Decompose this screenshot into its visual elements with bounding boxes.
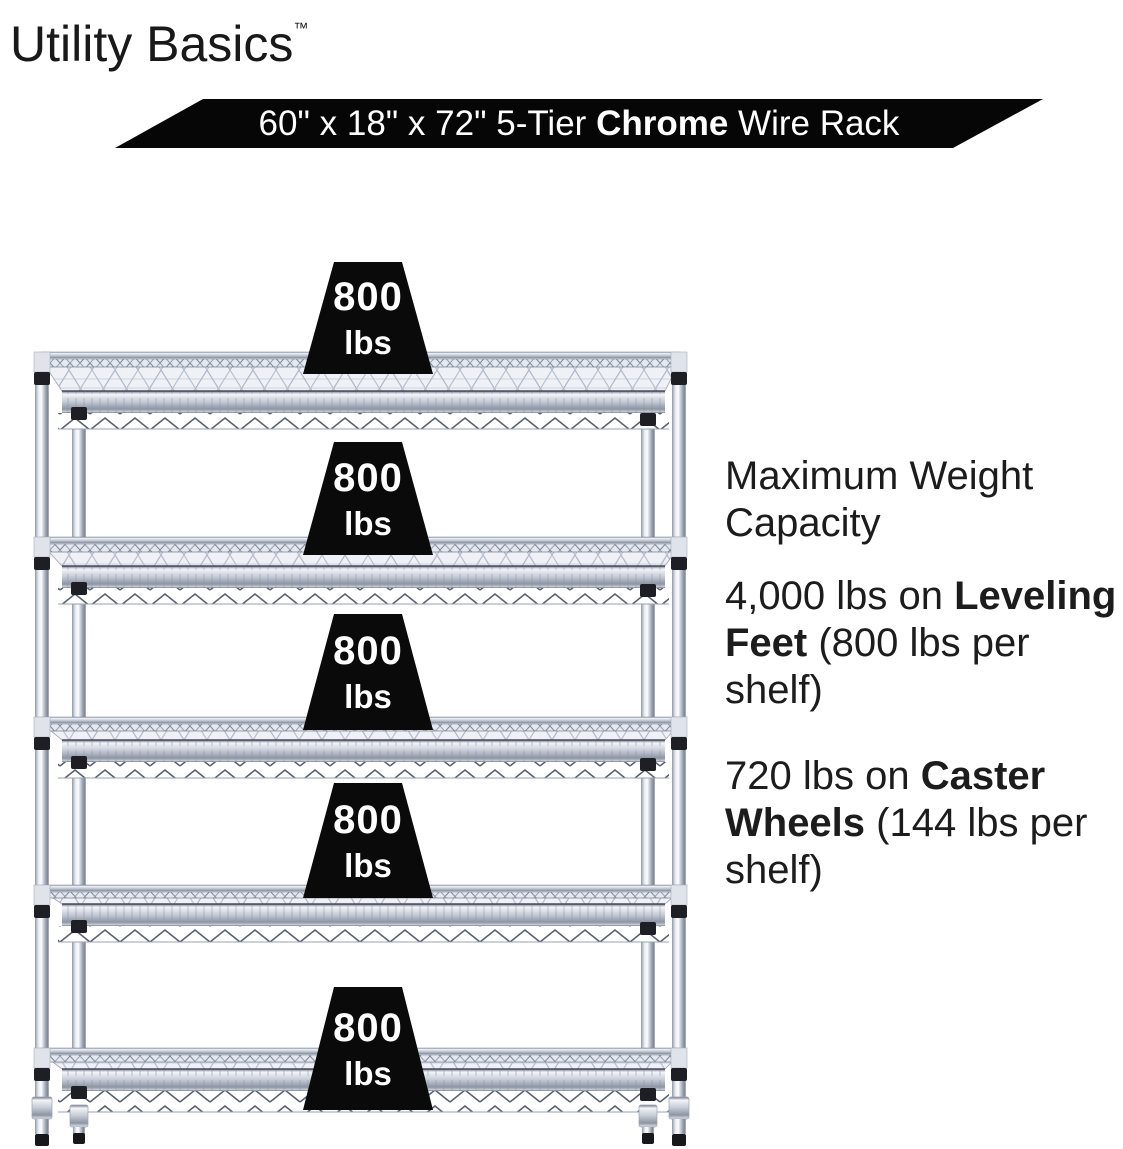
- trademark-symbol: ™: [293, 20, 309, 37]
- weight-unit: lbs: [344, 1054, 392, 1092]
- capacity-info-column: Maximum Weight Capacity 4,000 lbs on Lev…: [725, 453, 1123, 1053]
- weight-unit: lbs: [344, 678, 392, 715]
- spec-line: Feet (800 lbs per: [725, 621, 1030, 665]
- spec-line: shelf): [725, 848, 823, 892]
- capacity-heading: Maximum Weight Capacity: [725, 453, 1033, 547]
- banner-size-text: 60" x 18" x 72" 5-Tier: [258, 104, 597, 143]
- weight-unit: lbs: [344, 846, 392, 884]
- spec-line: shelf): [725, 668, 823, 712]
- title-banner: 60" x 18" x 72" 5-Tier Chrome Wire Rack: [115, 99, 1043, 148]
- spec-line: 720 lbs on Caster: [725, 754, 1046, 798]
- banner-suffix-text: Wire Rack: [728, 104, 900, 143]
- heading-line: Maximum Weight: [725, 454, 1034, 498]
- weight-value: 800: [333, 275, 403, 319]
- heading-line: Capacity: [725, 501, 881, 545]
- rack-leveling-feet: [31, 1096, 690, 1146]
- weight-value: 800: [333, 1005, 403, 1050]
- brand-logo: Utility Basics™: [10, 0, 308, 73]
- spec-line: 4,000 lbs on Leveling: [725, 574, 1117, 618]
- rack-collars: [33, 351, 688, 1101]
- weight-value: 800: [333, 455, 403, 500]
- spec-leveling-feet: 4,000 lbs on Leveling Feet (800 lbs per …: [725, 573, 1116, 714]
- brand-name: Utility Basics: [10, 16, 294, 72]
- rack-shelf-3: [36, 716, 684, 779]
- weight-unit: lbs: [344, 504, 392, 542]
- weight-value: 800: [333, 629, 403, 673]
- weight-value: 800: [333, 797, 403, 842]
- weight-unit: lbs: [344, 324, 392, 361]
- spec-caster-wheels: 720 lbs on Caster Wheels (144 lbs per sh…: [725, 753, 1087, 894]
- banner-material-text: Chrome: [596, 104, 729, 143]
- spec-line: Wheels (144 lbs per: [725, 801, 1088, 845]
